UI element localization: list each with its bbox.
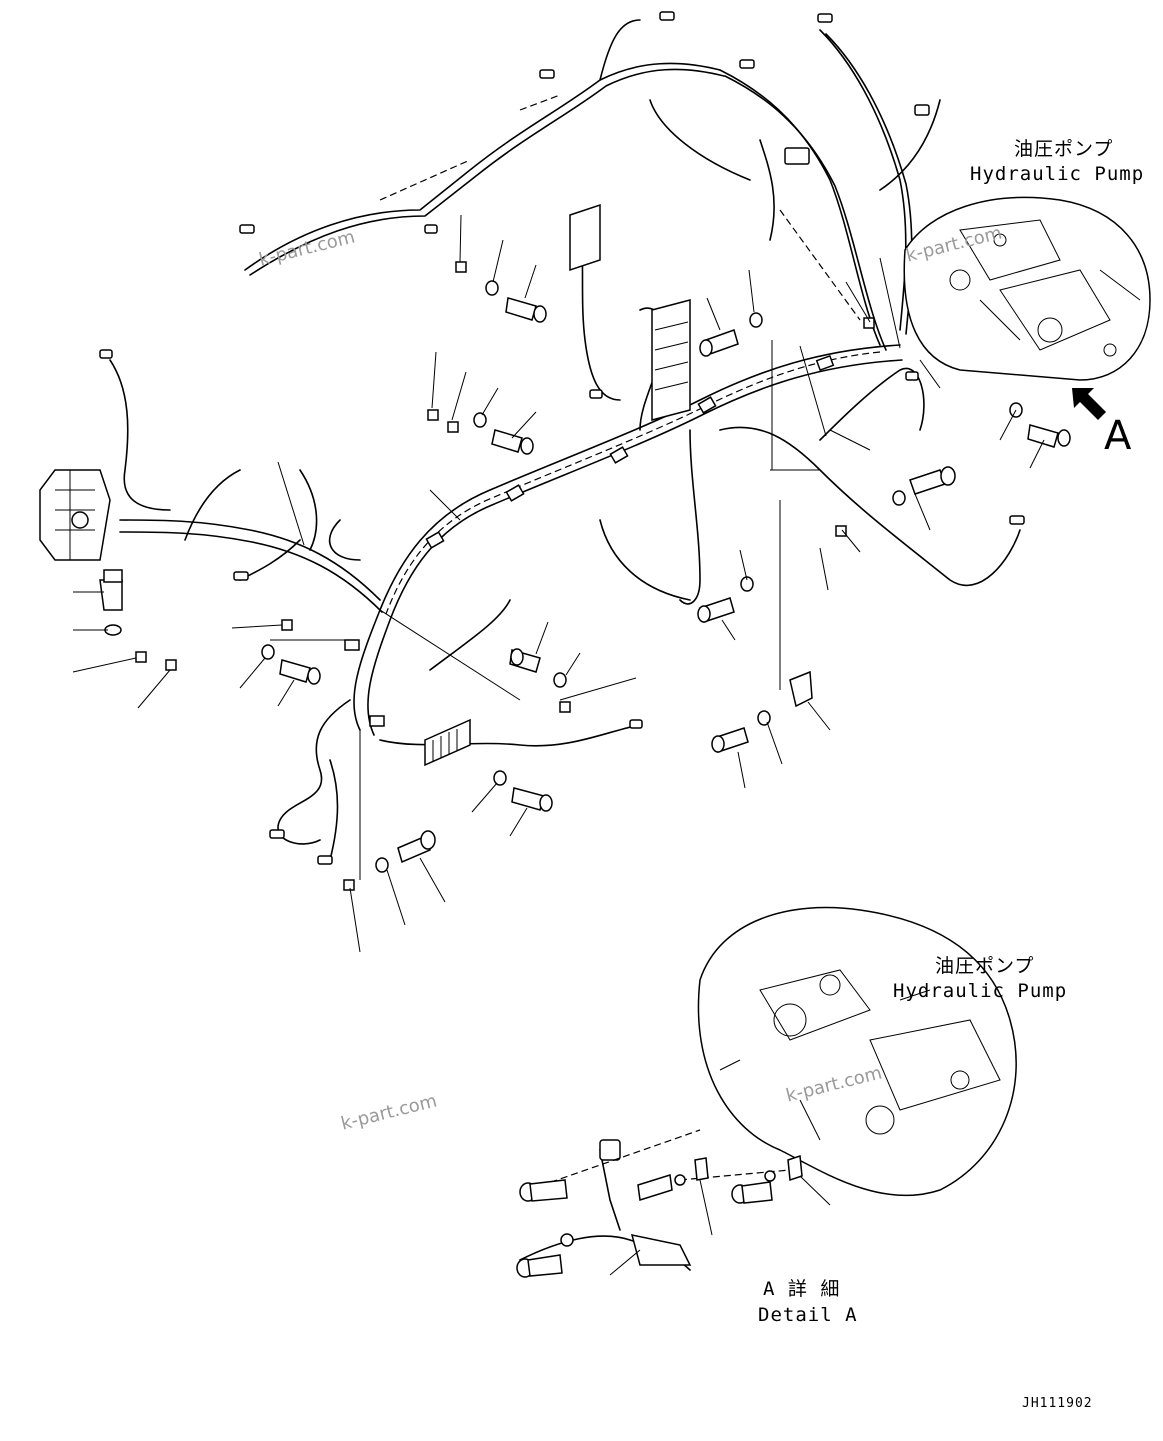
hydraulic-pump-main <box>903 196 1151 381</box>
loose-connectors <box>99 11 1025 865</box>
pump-label-en-detail: Hydraulic Pump <box>893 980 1068 1002</box>
detail-a-parts <box>516 1129 831 1278</box>
pump-label-en: Hydraulic Pump <box>970 163 1145 185</box>
arrow-up-left-icon <box>1072 388 1106 420</box>
connector-rack <box>569 203 691 421</box>
detail-title-en: Detail A <box>758 1304 858 1326</box>
view-marker-a: A <box>1104 413 1132 459</box>
clamp-icon <box>694 1157 709 1181</box>
connector-block <box>424 718 471 767</box>
main-harness <box>109 19 1021 861</box>
fasteners <box>99 261 1071 891</box>
hydraulic-pump-detail <box>697 906 1017 1197</box>
drawing-code: JH111902 <box>1022 1396 1093 1411</box>
pump-label-jp-detail: 油圧ポンプ <box>935 955 1035 977</box>
washer-icon <box>485 280 499 296</box>
left-valve-unit <box>39 469 111 561</box>
bolt-icon <box>505 297 537 321</box>
detail-title-jp: A 詳 細 <box>763 1278 841 1300</box>
pump-label-jp: 油圧ポンプ <box>1014 138 1114 160</box>
leader-lines <box>72 214 1045 953</box>
